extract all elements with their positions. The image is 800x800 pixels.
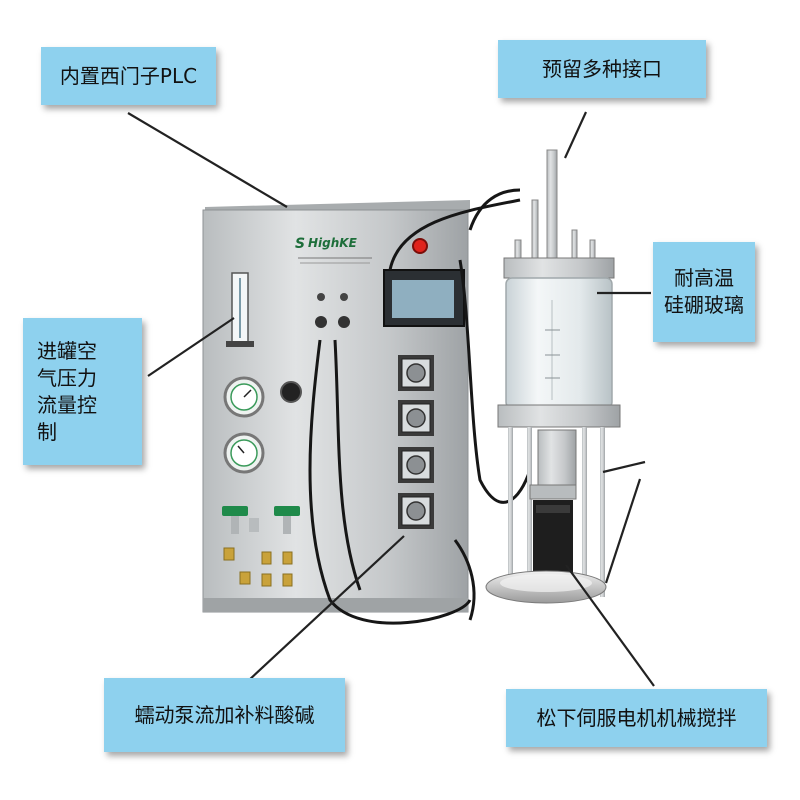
peristaltic-pumps [398,355,434,529]
callout-glass-line1: 耐高温 [674,266,734,290]
vessel-stand [508,427,605,597]
cables [308,188,532,625]
callout-air-line4: 制 [37,419,57,444]
callout-ports: 预留多种接口 [498,40,706,98]
callout-motor-text: 松下伺服电机机械搅拌 [536,705,737,730]
servo-motor [533,500,573,575]
touch-screen [383,269,465,327]
pressure-knob [280,381,302,403]
callout-glass: 耐高温 硅硼玻璃 [653,242,755,342]
callout-plc: 内置西门子PLC [41,47,216,105]
power-indicator-light [412,238,428,254]
glass-vessel [497,277,621,428]
gas-valves [222,506,300,534]
callout-glass-line2: 硅硼玻璃 [664,293,744,317]
callout-plc-text: 内置西门子PLC [59,63,198,88]
leader-lines [127,111,655,687]
callout-air-control: 进罐空 气压力 流量控 制 [23,318,142,465]
callout-pump-text: 蠕动泵流加补料酸碱 [134,702,315,727]
vessel-headplate-probes [503,149,615,279]
callout-air-line3: 流量控 [37,392,97,417]
callout-air-line2: 气压力 [37,365,97,390]
callout-motor: 松下伺服电机机械搅拌 [506,689,767,747]
pressure-gauge-top [223,376,265,418]
pipe-fittings [223,547,293,587]
air-flowmeter [226,272,254,347]
svg-text:S: S [295,236,305,252]
callout-pump: 蠕动泵流加补料酸碱 [104,678,345,752]
pressure-gauge-bottom [223,432,265,474]
brand-logo: S HighKE [295,236,372,264]
callout-air-line1: 进罐空 [37,338,97,363]
brand-name: HighKE [308,236,358,250]
callout-ports-text: 预留多种接口 [542,56,662,81]
sensor-ports [315,293,350,328]
